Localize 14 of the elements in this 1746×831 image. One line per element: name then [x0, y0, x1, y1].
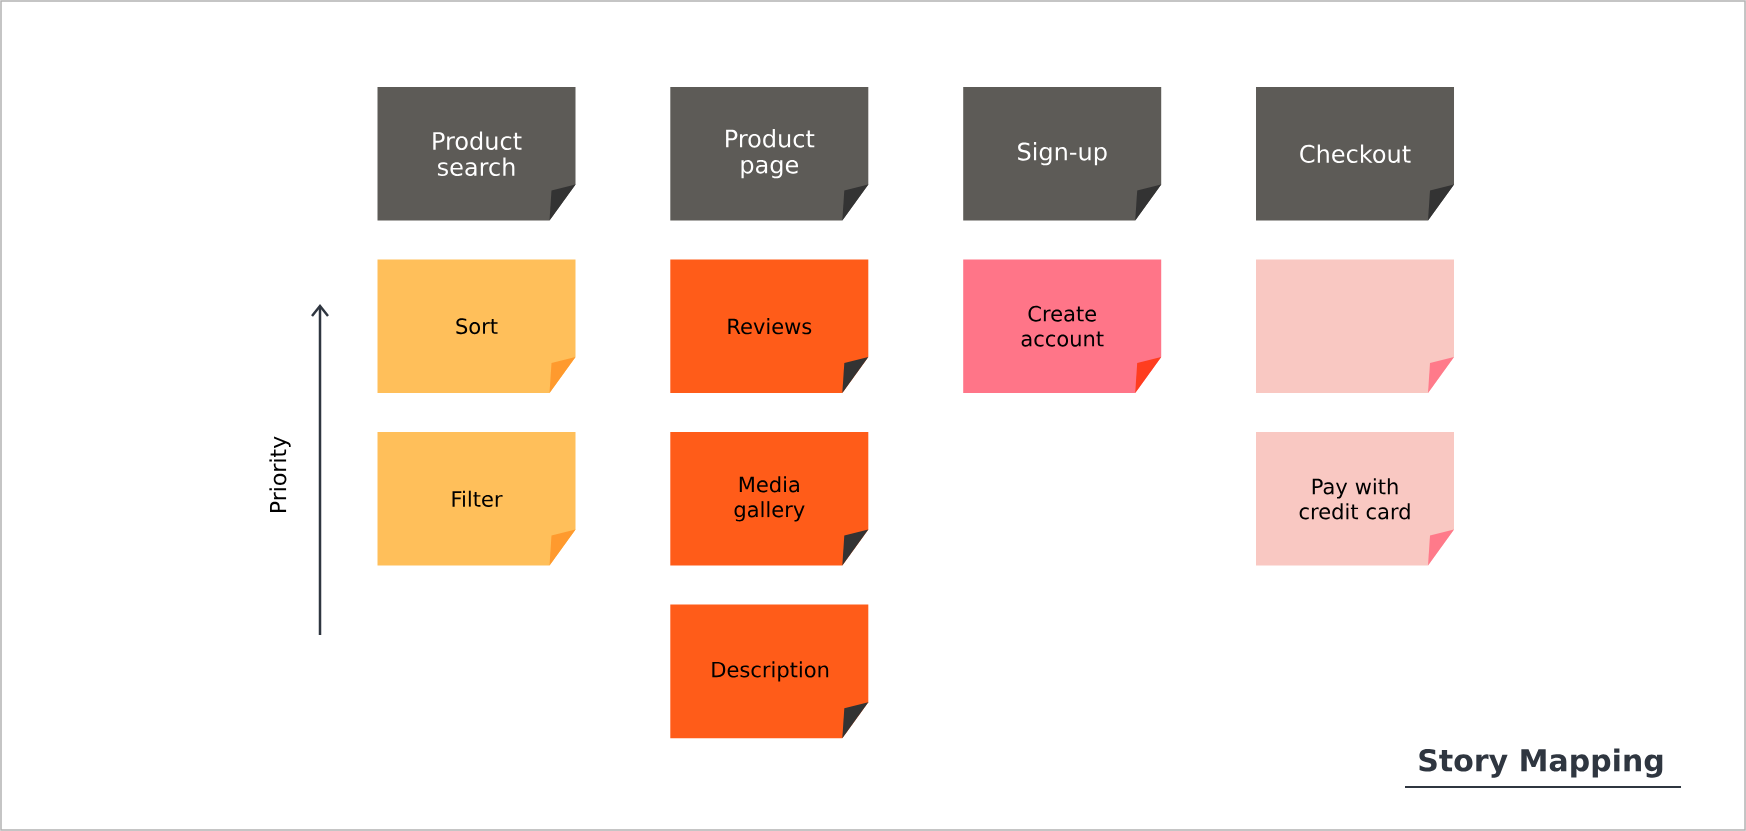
sticky-note — [1256, 259, 1454, 393]
sticky-note: Media gallery — [670, 432, 869, 566]
sticky-note: Sort — [377, 259, 576, 393]
header-note: Product page — [670, 86, 869, 221]
sticky-note: Reviews — [670, 259, 869, 393]
header-note: Sign-up — [963, 86, 1162, 221]
title: Story Mapping — [1419, 748, 1663, 778]
sticky-note: Pay with credit card — [1256, 432, 1454, 566]
header-note: Product search — [377, 86, 576, 221]
sticky-note: Create account — [963, 259, 1162, 393]
header-note: Checkout — [1256, 86, 1454, 221]
axis-label: Priority — [269, 436, 291, 512]
sticky-note: Filter — [377, 432, 576, 566]
sticky-note: Description — [670, 604, 869, 739]
